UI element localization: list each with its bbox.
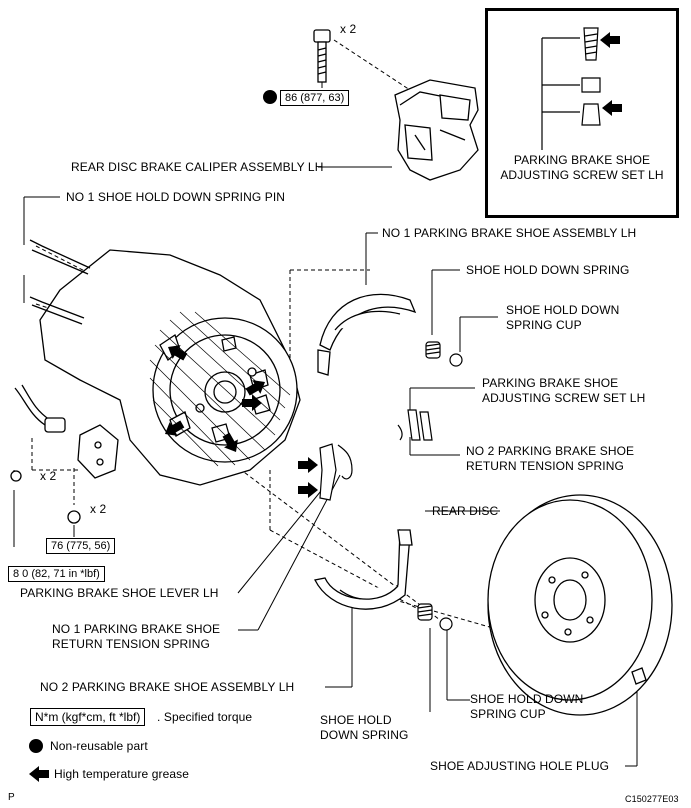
caliper-assembly — [394, 79, 479, 181]
label-hold-spring-bottom-1: SHOE HOLD — [320, 713, 392, 727]
label-hold-pin: NO 1 SHOE HOLD DOWN SPRING PIN — [66, 190, 286, 204]
nonreusable-mark-top — [263, 90, 277, 104]
grease-legend-icon — [29, 766, 49, 782]
cable-bracket — [10, 384, 119, 524]
legend-nonreusable: Non-reusable part — [50, 739, 148, 753]
label-hold-cup-right-1: SHOE HOLD DOWN — [506, 303, 620, 317]
label-rear-disc: REAR DISC — [432, 504, 499, 518]
leader-lines — [13, 50, 638, 767]
shoe-2 — [314, 528, 413, 610]
label-ret1-1: NO 1 PARKING BRAKE SHOE — [52, 622, 221, 636]
torque-caliper-bolt: 86 (877, 63) — [280, 90, 350, 106]
nonreusable-legend-icon — [29, 739, 43, 753]
lever-assembly — [319, 409, 433, 501]
label-adj-set-1: PARKING BRAKE SHOE — [482, 376, 619, 390]
qty-top: x 2 — [340, 22, 357, 36]
torque-bolt-left: 8 0 (82, 71 in *lbf) — [8, 566, 105, 582]
legend-torque-box: N*m (kgf*cm, ft *lbf) — [30, 708, 146, 726]
qty-mid: x 2 — [90, 502, 107, 516]
caliper-bolt — [313, 29, 331, 83]
hold-down-pins — [29, 239, 91, 325]
springs-right — [417, 341, 463, 631]
label-inset-2: ADJUSTING SCREW SET LH — [500, 168, 664, 182]
label-hold-cup-bottom-1: SHOE HOLD DOWN — [470, 692, 584, 706]
label-ret2-2: RETURN TENSION SPRING — [466, 459, 624, 473]
label-adj-set-2: ADJUSTING SCREW SET LH — [482, 391, 646, 405]
label-hold-spring-right: SHOE HOLD DOWN SPRING — [466, 263, 630, 277]
inset-parts — [541, 27, 601, 150]
label-lever: PARKING BRAKE SHOE LEVER LH — [20, 586, 219, 600]
label-caliper: REAR DISC BRAKE CALIPER ASSEMBLY LH — [71, 160, 324, 174]
label-hold-spring-bottom-2: DOWN SPRING — [320, 728, 409, 742]
label-ret1-2: RETURN TENSION SPRING — [52, 637, 210, 651]
label-hold-cup-right-2: SPRING CUP — [506, 318, 582, 332]
page-mark: P — [8, 792, 15, 803]
inset-frame — [485, 8, 679, 218]
qty-left: x 2 — [40, 469, 57, 483]
legend-torque-text: . Specified torque — [157, 710, 253, 724]
label-ret2-1: NO 2 PARKING BRAKE SHOE — [466, 444, 635, 458]
legend-grease: High temperature grease — [54, 767, 190, 781]
label-shoe2: NO 2 PARKING BRAKE SHOE ASSEMBLY LH — [40, 680, 295, 694]
label-hold-cup-bottom-2: SPRING CUP — [470, 707, 546, 721]
torque-bolt-mid: 76 (775, 56) — [46, 538, 116, 554]
shoe-1 — [317, 293, 417, 376]
label-inset-1: PARKING BRAKE SHOE — [513, 153, 651, 167]
rear-disc — [487, 494, 673, 716]
label-plug: SHOE ADJUSTING HOLE PLUG — [430, 759, 610, 773]
figure-code: C150277E03 — [625, 794, 679, 804]
label-shoe1: NO 1 PARKING BRAKE SHOE ASSEMBLY LH — [382, 226, 637, 240]
